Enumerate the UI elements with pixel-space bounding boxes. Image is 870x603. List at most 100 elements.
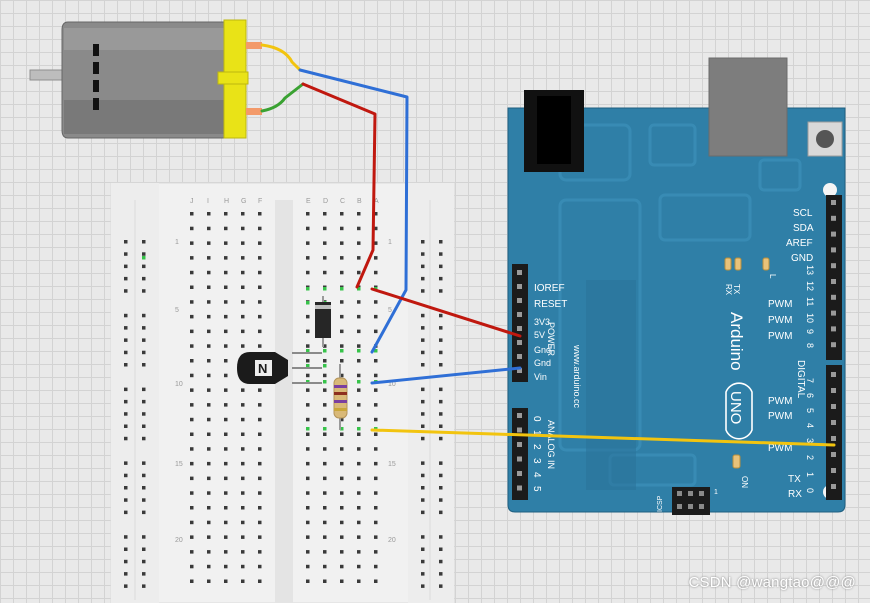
reset-button-cap[interactable]	[816, 130, 834, 148]
breadboard-hole	[323, 564, 327, 569]
wire-blue-motor	[298, 68, 409, 354]
rail-hole	[124, 313, 128, 318]
rail-hole	[421, 436, 425, 441]
breadboard-hole	[340, 344, 344, 348]
breadboard-hole	[340, 579, 344, 583]
led-l-label: L	[768, 274, 777, 279]
breadboard-hole	[323, 461, 327, 466]
col-letter-h: H	[224, 198, 229, 205]
arduino-url: www.arduino.cc	[572, 344, 582, 409]
rail-hole	[124, 289, 128, 293]
pwm-label-9: PWM	[768, 331, 792, 342]
breadboard-hole	[190, 212, 194, 216]
breadboard-hole	[241, 520, 245, 525]
rail-hole	[124, 399, 128, 404]
breadboard-hole	[190, 579, 194, 583]
header-pin	[831, 247, 836, 253]
breadboard-hole	[374, 579, 378, 583]
breadboard-hole	[190, 388, 194, 392]
serial-rx-label: RX	[788, 489, 802, 500]
breadboard-hole	[340, 550, 344, 554]
header-pin	[831, 342, 836, 348]
breadboard-hole	[207, 270, 211, 275]
breadboard-hole	[374, 241, 378, 245]
digital-pin-1: 1	[805, 472, 815, 477]
breadboard-hole	[374, 447, 378, 451]
breadboard-hole	[357, 359, 361, 363]
row-number-5-right: 5	[388, 307, 392, 314]
breadboard-hole	[190, 241, 194, 245]
breadboard-hole	[374, 329, 378, 334]
header-pin	[517, 413, 522, 418]
breadboard-hole	[323, 550, 327, 554]
breadboard-hole	[306, 476, 310, 481]
analog-pin-1: 1	[531, 430, 542, 436]
breadboard-hole	[374, 388, 378, 392]
breadboard-hole	[224, 461, 228, 466]
breadboard-hole	[340, 359, 344, 363]
breadboard-hole	[224, 417, 228, 422]
breadboard-hole	[258, 476, 262, 481]
breadboard-hole	[224, 432, 228, 436]
breadboard-hole	[323, 359, 327, 363]
digital-header-bottom	[826, 365, 842, 500]
breadboard-hole	[190, 461, 194, 466]
breadboard-hole	[241, 476, 245, 481]
breadboard-hole	[357, 314, 361, 319]
analog-pin-2: 2	[531, 444, 542, 450]
breadboard-hole	[207, 432, 211, 436]
breadboard-hole	[306, 491, 310, 495]
breadboard-hole	[374, 476, 378, 481]
digital-pin-8: 8	[805, 343, 815, 348]
breadboard-hole	[241, 535, 245, 539]
breadboard-hole	[258, 564, 262, 569]
breadboard-hole	[374, 432, 378, 436]
breadboard-hole	[190, 432, 194, 436]
power-jack-inner	[537, 96, 571, 164]
breadboard-hole	[374, 550, 378, 554]
rail-hole	[439, 399, 443, 404]
breadboard-hole	[323, 432, 327, 436]
connected-hole	[306, 380, 310, 384]
l-led	[762, 257, 770, 271]
header-pin	[517, 340, 522, 345]
rail-hole	[439, 264, 443, 269]
col-letter-g: G	[241, 198, 246, 205]
motor-slots	[93, 44, 99, 110]
connected-hole	[340, 287, 344, 291]
breadboard-hole	[306, 506, 310, 510]
breadboard-hole	[357, 476, 361, 481]
breadboard-hole	[306, 432, 310, 436]
connected-hole	[340, 427, 344, 431]
breadboard-hole	[241, 579, 245, 583]
digital-pin-4: 4	[805, 423, 815, 428]
on-led	[732, 454, 741, 469]
rail-hole	[124, 350, 128, 355]
breadboard-hole	[241, 564, 245, 569]
breadboard-hole	[224, 373, 228, 378]
breadboard-hole	[357, 550, 361, 554]
breadboard-hole	[306, 417, 310, 422]
rail-hole	[421, 498, 425, 502]
connected-hole	[323, 364, 327, 368]
rail-hole	[439, 350, 443, 355]
reset-button[interactable]	[807, 121, 843, 157]
header-pin	[517, 284, 522, 289]
connected-hole	[323, 349, 327, 353]
breadboard-hole	[357, 461, 361, 466]
rail-hole	[142, 363, 146, 367]
led-tx-label: TX	[732, 284, 741, 295]
mounting-hole	[823, 183, 837, 197]
breadboard-hole	[374, 417, 378, 422]
digital-header-label: DIGITAL	[795, 360, 806, 399]
breadboard-hole	[241, 417, 245, 422]
col-letter-j: J	[190, 198, 194, 205]
breadboard-hole	[258, 506, 262, 510]
breadboard-hole	[258, 417, 262, 422]
breadboard-hole	[357, 520, 361, 525]
breadboard-hole	[190, 535, 194, 539]
breadboard-hole	[340, 314, 344, 319]
rail-hole	[421, 424, 425, 428]
breadboard-hole	[323, 520, 327, 525]
breadboard-hole	[224, 212, 228, 216]
